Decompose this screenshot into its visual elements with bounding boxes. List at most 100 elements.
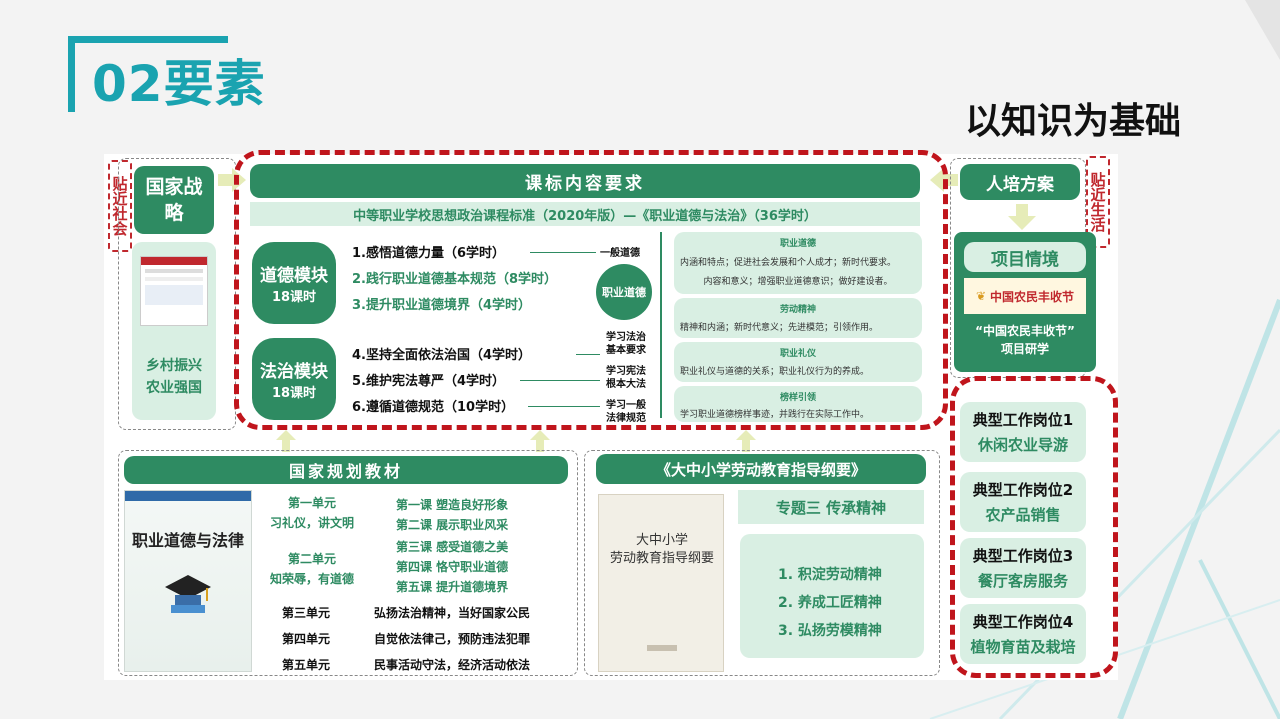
labor-point-1: 1. 积淀劳动精神 bbox=[778, 567, 882, 583]
job-card-4: 典型工作岗位4 植物育苗及栽培 bbox=[960, 604, 1086, 664]
labor-frame bbox=[584, 450, 940, 676]
box-etiquette: 职业礼仪 职业礼仪与道德的关系；职业礼仪行为的养成。 bbox=[674, 342, 922, 382]
lesson-5: 第五课 提升道德境界 bbox=[396, 580, 509, 594]
unit-5-desc: 民事活动守法，经济活动依法 bbox=[374, 658, 531, 672]
festival-logo-text: 中国农民丰收节 bbox=[990, 289, 1075, 304]
unit-4-desc: 自觉依法律己，预防违法犯罪 bbox=[374, 632, 531, 646]
textbook-header: 国家规划教材 bbox=[124, 456, 568, 484]
connector-line bbox=[576, 354, 600, 355]
job-name: 餐厅客房服务 bbox=[977, 572, 1068, 590]
unit-2: 第二单元 知荣辱，有道德 bbox=[262, 550, 362, 587]
box-role-model: 榜样引领 学习职业道德榜样事迹，并践行在实际工作中。 bbox=[674, 386, 922, 422]
lesson-2: 第二课 展示职业风采 bbox=[396, 518, 509, 532]
box-line: 内涵和特点；促进社会发展和个人成才；新时代要求。 bbox=[680, 258, 897, 268]
box-line: 职业礼仪与道德的关系；职业礼仪行为的养成。 bbox=[680, 367, 870, 377]
labor-point-3: 3. 弘扬劳模精神 bbox=[778, 623, 882, 639]
unit-3-title: 第三单元 bbox=[282, 606, 331, 620]
box-line: 内容和意义；增强职业道德意识；做好建设者。 bbox=[703, 277, 893, 287]
moral-module-name: 道德模块 bbox=[260, 266, 328, 286]
project-card: 项目情境 ❦中国农民丰收节 “中国农民丰收节” 项目研学 bbox=[954, 232, 1096, 372]
project-desc: “中国农民丰收节” 项目研学 bbox=[975, 324, 1075, 356]
training-plan-box: 人培方案 bbox=[960, 164, 1080, 200]
box-title: 榜样引领 bbox=[779, 393, 816, 403]
box-title: 劳动精神 bbox=[779, 305, 816, 315]
unit-title: 第二单元 bbox=[287, 552, 336, 566]
festival-logo: ❦中国农民丰收节 bbox=[964, 278, 1086, 314]
page-title: 02要素 bbox=[92, 55, 266, 113]
lesson-1: 第一课 塑造良好形象 bbox=[396, 498, 509, 512]
box-professional-ethics: 职业道德 内涵和特点；促进社会发展和个人成才；新时代要求。 内容和意义；增强职业… bbox=[674, 232, 922, 294]
connector-line bbox=[520, 380, 600, 381]
lesson-3: 第三课 感受道德之美 bbox=[396, 540, 509, 554]
rural-text: 乡村振兴 农业强国 bbox=[146, 358, 202, 396]
cover-title: 职业道德与法律 bbox=[131, 531, 244, 550]
box-title: 职业道德 bbox=[779, 239, 816, 249]
project-title: 项目情境 bbox=[964, 242, 1086, 272]
item-4: 4.坚持全面依法治国（4学时） bbox=[352, 348, 532, 363]
labor-points: 1. 积淀劳动精神 2. 养成工匠精神 3. 弘扬劳模精神 bbox=[740, 534, 924, 658]
arrow-down-icon bbox=[1008, 204, 1036, 230]
arrow-up-icon bbox=[276, 430, 296, 452]
labor-point-2: 2. 养成工匠精神 bbox=[778, 595, 882, 611]
law-label-3: 学习一般 法律规范 bbox=[606, 400, 646, 424]
tag-society: 贴近社会 bbox=[108, 160, 132, 252]
title-bracket bbox=[68, 36, 228, 112]
job-card-2: 典型工作岗位2 农产品销售 bbox=[960, 472, 1086, 532]
professional-moral-circle: 职业道德 bbox=[596, 264, 652, 320]
unit-4-title: 第四单元 bbox=[282, 632, 331, 646]
job-card-3: 典型工作岗位3 餐厅客房服务 bbox=[960, 538, 1086, 598]
publisher-mark bbox=[647, 645, 677, 651]
law-label-1: 学习法治 基本要求 bbox=[606, 332, 646, 356]
law-module-hours: 18课时 bbox=[271, 386, 317, 401]
national-strategy-box: 国家战略 bbox=[134, 166, 214, 234]
general-moral-label: 一般道德 bbox=[600, 248, 640, 259]
job-name: 农产品销售 bbox=[985, 506, 1061, 524]
labor-header: 《大中小学劳动教育指导纲要》 bbox=[596, 454, 926, 484]
curriculum-highlight-frame bbox=[234, 150, 948, 430]
job-label: 典型工作岗位1 bbox=[972, 411, 1074, 429]
unit-desc: 习礼仪，讲文明 bbox=[269, 516, 354, 530]
box-line: 精神和内涵；新时代意义；先进模范；引领作用。 bbox=[680, 323, 879, 333]
connector-line bbox=[530, 252, 596, 253]
box-labor-spirit: 劳动精神 精神和内涵；新时代意义；先进模范；引领作用。 bbox=[674, 298, 922, 338]
job-label: 典型工作岗位2 bbox=[972, 481, 1074, 499]
moral-module-hours: 18课时 bbox=[271, 290, 317, 305]
labor-book-title: 大中小学 劳动教育指导纲要 bbox=[609, 533, 714, 566]
job-card-1: 典型工作岗位1 休闲农业导游 bbox=[960, 402, 1086, 462]
page-subtitle: 以知识为基础 bbox=[965, 101, 1182, 142]
curriculum-standard: 中等职业学校思想政治课程标准（2020年版）—《职业道德与法治》（36学时） bbox=[250, 202, 920, 226]
moral-module: 道德模块 18课时 bbox=[252, 242, 336, 324]
jobs-highlight-frame bbox=[950, 376, 1118, 678]
item-6: 6.遵循道德规范（10学时） bbox=[352, 400, 515, 415]
item-2: 2.践行职业道德基本规范（8学时） bbox=[352, 272, 558, 287]
rural-card: 乡村振兴 农业强国 bbox=[132, 242, 216, 420]
wheat-icon: ❦ bbox=[975, 289, 987, 303]
cover-stripe bbox=[125, 491, 251, 501]
unit-3-desc: 弘扬法治精神，当好国家公民 bbox=[374, 606, 531, 620]
arrow-up-icon bbox=[530, 430, 550, 452]
box-title: 职业礼仪 bbox=[779, 349, 816, 359]
lesson-4: 第四课 恪守职业道德 bbox=[396, 560, 509, 574]
unit-desc: 知荣辱，有道德 bbox=[269, 572, 354, 586]
law-label-2: 学习宪法 根本大法 bbox=[606, 366, 646, 390]
job-name: 植物育苗及栽培 bbox=[970, 638, 1076, 656]
law-module-name: 法治模块 bbox=[260, 362, 328, 382]
arrow-up-icon bbox=[736, 430, 756, 452]
textbook-frame bbox=[118, 450, 578, 676]
graduation-cap-icon bbox=[163, 571, 213, 621]
unit-title: 第一单元 bbox=[287, 496, 336, 510]
law-module: 法治模块 18课时 bbox=[252, 338, 336, 420]
item-5: 5.维护宪法尊严（4学时） bbox=[352, 374, 506, 389]
labor-topic: 专题三 传承精神 bbox=[738, 490, 924, 524]
box-line: 学习职业道德榜样事迹，并践行在实际工作中。 bbox=[680, 410, 870, 420]
curriculum-header: 课标内容要求 bbox=[250, 164, 920, 198]
web-screenshot-thumbnail bbox=[140, 256, 208, 326]
unit-5-title: 第五单元 bbox=[282, 658, 331, 672]
item-1: 1.感悟道德力量（6学时） bbox=[352, 246, 506, 261]
item-3: 3.提升职业道德境界（4学时） bbox=[352, 298, 532, 313]
job-label: 典型工作岗位3 bbox=[972, 547, 1074, 565]
job-name: 休闲农业导游 bbox=[977, 436, 1068, 454]
textbook-cover: 职业道德与法律 bbox=[124, 490, 252, 672]
unit-1: 第一单元 习礼仪，讲文明 bbox=[262, 494, 362, 531]
connector-line bbox=[528, 406, 600, 407]
